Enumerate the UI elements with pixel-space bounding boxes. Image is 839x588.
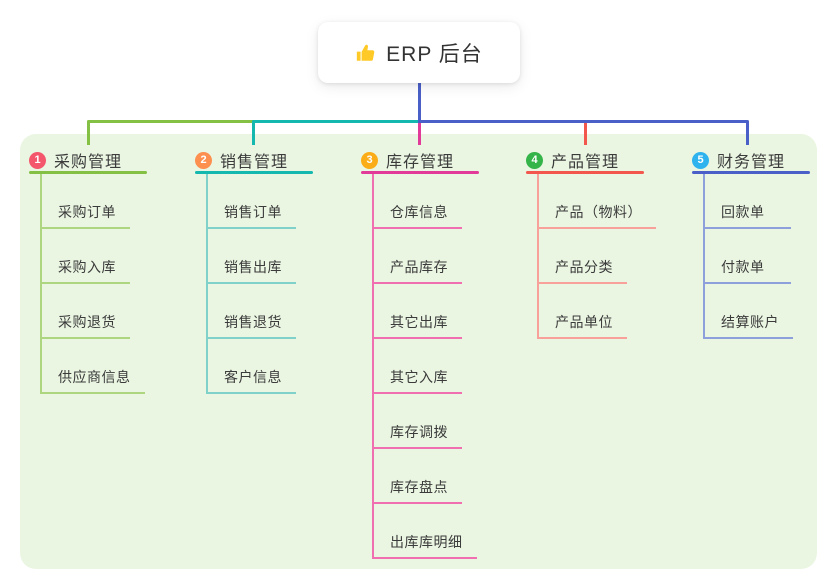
branch-label: 财务管理 <box>717 154 786 171</box>
branch-column-2: 2 销售管理销售订单销售出库销售退货客户信息 <box>195 149 313 394</box>
item-label: 其它入库 <box>390 369 448 385</box>
thumbs-up-icon <box>357 44 375 61</box>
branch-title[interactable]: 4 产品管理 <box>526 149 644 171</box>
root-label: ERP 后台 <box>386 42 483 66</box>
branch-underline <box>526 171 644 174</box>
branch-title[interactable]: 1 采购管理 <box>29 149 147 171</box>
mindmap-item[interactable]: 仓库信息 <box>374 174 462 229</box>
branch-underline <box>29 171 147 174</box>
item-label: 仓库信息 <box>390 204 448 220</box>
item-label: 产品库存 <box>390 259 448 275</box>
mindmap-item[interactable]: 库存盘点 <box>374 449 462 504</box>
branch-underline <box>692 171 810 174</box>
branch-items: 销售订单销售出库销售退货客户信息 <box>206 174 313 394</box>
branch-number-badge: 2 <box>195 151 212 169</box>
mindmap-item[interactable]: 采购退货 <box>42 284 130 339</box>
mindmap-item[interactable]: 产品库存 <box>374 229 462 284</box>
item-label: 库存盘点 <box>390 479 448 495</box>
mindmap-item[interactable]: 其它出库 <box>374 284 462 339</box>
mindmap-item[interactable]: 销售退货 <box>208 284 296 339</box>
item-label: 销售出库 <box>224 259 282 275</box>
item-label: 其它出库 <box>390 314 448 330</box>
mindmap-item[interactable]: 产品分类 <box>539 229 627 284</box>
mindmap-item[interactable]: 供应商信息 <box>42 339 145 394</box>
branch-items: 采购订单采购入库采购退货供应商信息 <box>40 174 147 394</box>
item-label: 回款单 <box>721 204 765 220</box>
item-label: 销售订单 <box>224 204 282 220</box>
item-label: 客户信息 <box>224 369 282 385</box>
branch-column-4: 4 产品管理产品（物料） 产品分类产品单位 <box>526 149 656 339</box>
mindmap-item[interactable]: 销售出库 <box>208 229 296 284</box>
item-label: 供应商信息 <box>58 369 131 385</box>
branch-number-badge: 5 <box>692 151 709 169</box>
branch-items: 仓库信息产品库存其它出库其它入库库存调拨库存盘点出库库明细 <box>372 174 479 559</box>
item-label: 库存调拨 <box>390 424 448 440</box>
branch-label: 销售管理 <box>220 154 289 171</box>
branch-column-3: 3 库存管理仓库信息产品库存其它出库其它入库库存调拨库存盘点出库库明细 <box>361 149 479 559</box>
mindmap-item[interactable]: 产品单位 <box>539 284 627 339</box>
mindmap-item[interactable]: 回款单 <box>705 174 791 229</box>
branch-title[interactable]: 5 财务管理 <box>692 149 810 171</box>
item-label: 采购退货 <box>58 314 116 330</box>
branch-underline <box>195 171 313 174</box>
mindmap-item[interactable]: 结算账户 <box>705 284 793 339</box>
branch-label: 采购管理 <box>54 154 123 171</box>
root-node[interactable]: ERP 后台 <box>318 22 520 83</box>
branch-items: 产品（物料） 产品分类产品单位 <box>537 174 656 339</box>
mindmap-item[interactable]: 采购入库 <box>42 229 130 284</box>
branch-column-1: 1 采购管理采购订单采购入库采购退货供应商信息 <box>29 149 147 394</box>
branch-column-5: 5 财务管理回款单付款单结算账户 <box>692 149 810 339</box>
branch-number-badge: 1 <box>29 151 46 169</box>
item-label: 出库库明细 <box>390 534 463 550</box>
branch-title[interactable]: 2 销售管理 <box>195 149 313 171</box>
branch-number-badge: 4 <box>526 151 543 169</box>
item-label: 采购入库 <box>58 259 116 275</box>
mindmap-item[interactable]: 其它入库 <box>374 339 462 394</box>
mindmap-item[interactable]: 库存调拨 <box>374 394 462 449</box>
mindmap-item[interactable]: 采购订单 <box>42 174 130 229</box>
mindmap-item[interactable]: 产品（物料） <box>539 174 656 229</box>
branch-items: 回款单付款单结算账户 <box>703 174 810 339</box>
item-label: 产品分类 <box>555 259 613 275</box>
item-label: 产品（物料） <box>555 204 642 220</box>
mindmap-item[interactable]: 出库库明细 <box>374 504 477 559</box>
item-label: 采购订单 <box>58 204 116 220</box>
branch-label: 产品管理 <box>551 154 620 171</box>
item-label: 销售退货 <box>224 314 282 330</box>
mindmap-item[interactable]: 客户信息 <box>208 339 296 394</box>
mindmap-panel <box>20 134 817 569</box>
item-label: 结算账户 <box>721 314 779 330</box>
branch-number-badge: 3 <box>361 151 378 169</box>
item-label: 产品单位 <box>555 314 613 330</box>
branch-label: 库存管理 <box>386 154 455 171</box>
branch-title[interactable]: 3 库存管理 <box>361 149 479 171</box>
mindmap-item[interactable]: 付款单 <box>705 229 791 284</box>
item-label: 付款单 <box>721 259 765 275</box>
branch-underline <box>361 171 479 174</box>
mindmap-item[interactable]: 销售订单 <box>208 174 296 229</box>
